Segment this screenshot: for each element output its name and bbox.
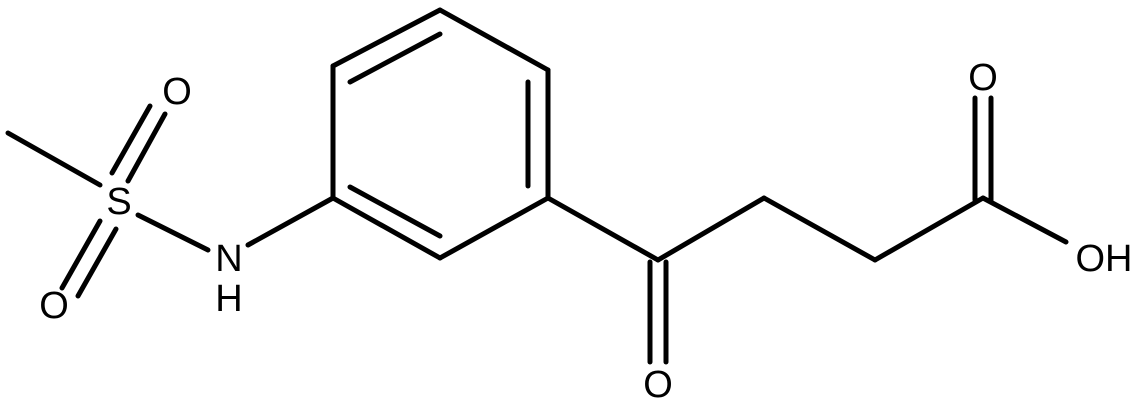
s-to-o-top-bond-b — [109, 103, 153, 176]
acid-to-oh-bond — [980, 195, 1069, 245]
atom-label-s: S — [106, 181, 131, 223]
atom-label-o-ketone: O — [643, 364, 673, 406]
ring-inner-bond-bottom — [347, 184, 443, 239]
s-to-o-top-bond-a — [125, 111, 168, 184]
ch2-to-cooh-bond — [872, 195, 986, 263]
atom-label-o-acid: O — [968, 57, 998, 99]
atom-label-oh-acid: OH — [1076, 238, 1133, 280]
atom-label-o-sulfonyl-bottom: O — [39, 285, 69, 327]
s-to-o-bottom-bond-a — [59, 218, 103, 291]
atom-label-o-sulfonyl-top: O — [162, 71, 192, 113]
ch2-to-ch2-bond — [761, 195, 878, 263]
oxobutanoic-acid-chain — [545, 95, 1069, 365]
methanesulfonamide-group — [5, 103, 336, 299]
ring-inner-bond-top — [347, 31, 443, 85]
ring-bond-4 — [437, 195, 551, 261]
ring-bond-5 — [330, 195, 443, 261]
atom-label-h-amine: H — [215, 278, 242, 320]
ring-bond-1 — [330, 7, 443, 69]
s-to-n-bond — [135, 212, 211, 253]
carbonyl-to-ch2-bond — [655, 195, 767, 263]
atom-label-n: N — [215, 238, 242, 280]
s-to-o-bottom-bond-b — [75, 226, 119, 299]
ring-bond-2 — [437, 7, 551, 73]
ring-to-carbonyl-bond — [545, 195, 661, 263]
benzene-ring — [330, 7, 551, 261]
n-to-ring-bond — [245, 195, 336, 248]
methyl-to-s-bond — [5, 130, 103, 188]
